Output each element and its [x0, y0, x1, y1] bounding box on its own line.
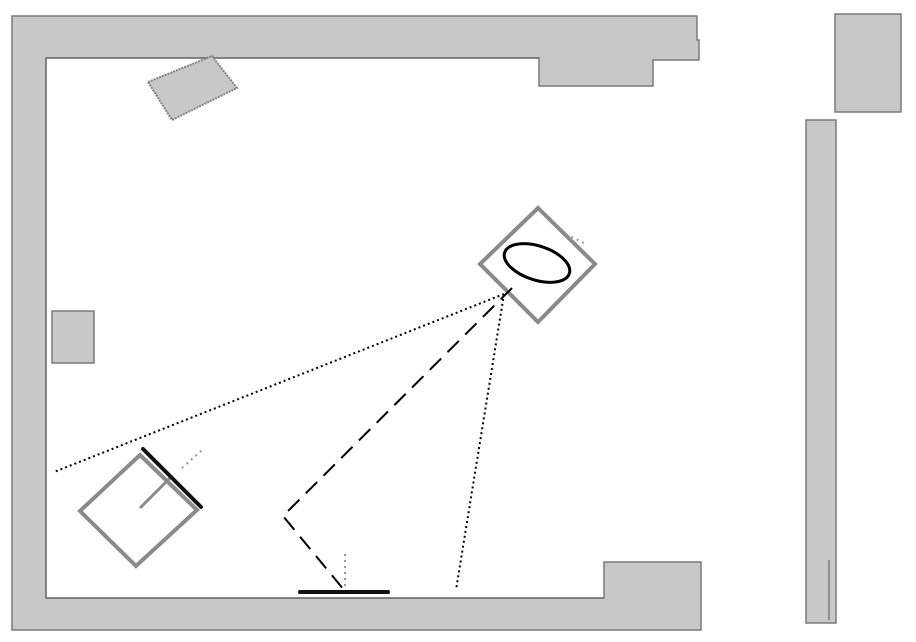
- wall-notch: [51, 310, 95, 364]
- room-walls: [11, 15, 702, 631]
- robot-lower-left-bar: [141, 447, 203, 509]
- dotted-ray-left: [53, 293, 505, 473]
- dashed-path: [281, 287, 513, 591]
- side-panel-tall: [805, 119, 837, 624]
- sensor-ellipse: [502, 242, 572, 284]
- robot-lower-left: [77, 447, 203, 569]
- robot-upper-right: [477, 205, 598, 325]
- robot-lower-left-heading: [138, 474, 174, 510]
- robot-upper-right-tick-marks: [565, 233, 587, 245]
- rotated-box-obstacle: [146, 54, 239, 122]
- robot-lower-left-tick-marks: [181, 449, 203, 469]
- room-walls-inner-edge: [45, 57, 604, 599]
- side-panel-top: [834, 13, 902, 113]
- robot-lower-left-body: [77, 452, 200, 569]
- dotted-ray-down: [455, 293, 505, 591]
- robot-upper-right-body: [477, 205, 598, 325]
- bottom-wall-marker: [298, 554, 390, 594]
